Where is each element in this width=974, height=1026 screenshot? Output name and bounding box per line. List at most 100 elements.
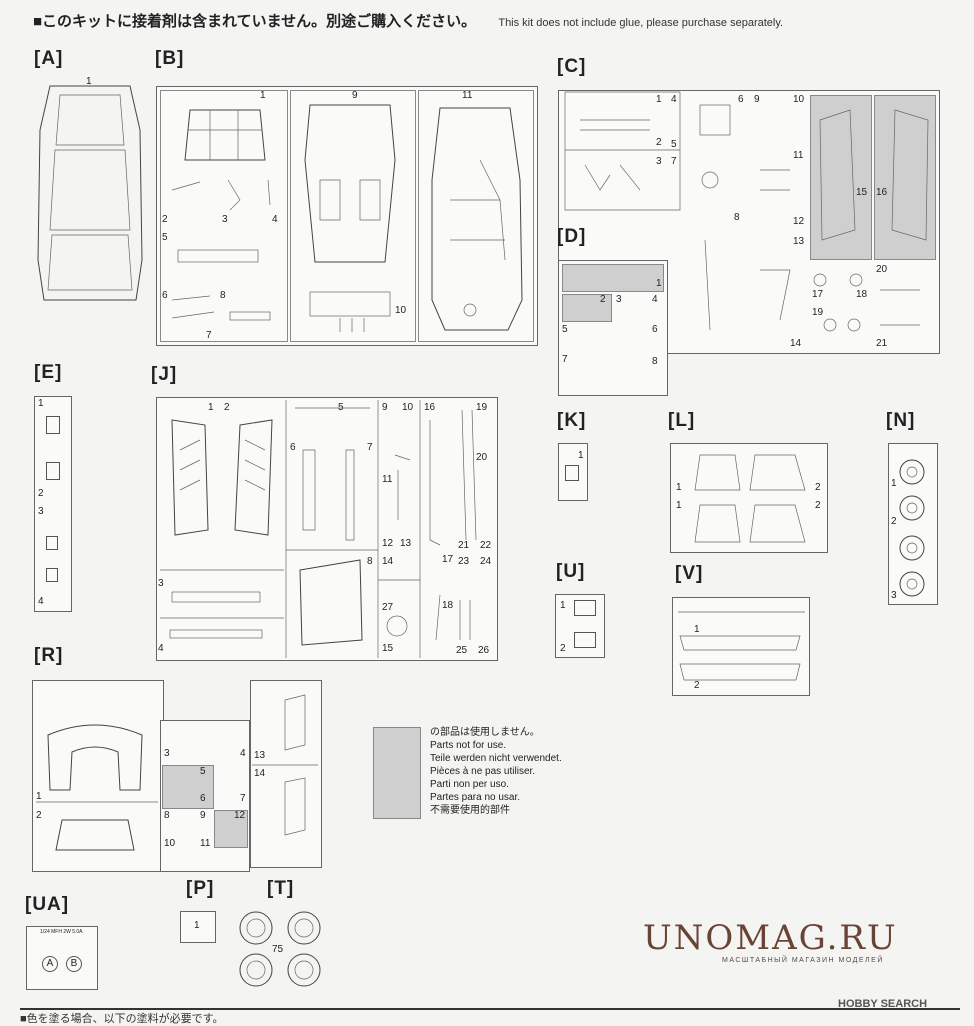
r-num: 10 bbox=[164, 838, 176, 849]
v-num: 1 bbox=[694, 624, 700, 635]
unused-parts-legend: の部品は使用しません。 Parts not for use. Teile wer… bbox=[430, 726, 562, 817]
b-num: 9 bbox=[352, 90, 358, 101]
e-num: 2 bbox=[38, 488, 44, 499]
runner-d-unused-2 bbox=[562, 294, 612, 322]
p-num: 1 bbox=[194, 920, 200, 931]
l-num: 1 bbox=[676, 482, 682, 493]
runner-a-label: [A] bbox=[34, 48, 64, 69]
c-num: 10 bbox=[793, 94, 805, 105]
v-num: 2 bbox=[694, 680, 700, 691]
c-num: 20 bbox=[876, 264, 888, 275]
runner-n-label: [N] bbox=[886, 410, 916, 431]
b-num: 11 bbox=[462, 90, 473, 101]
c-num: 4 bbox=[671, 94, 677, 105]
runner-d-label: [D] bbox=[557, 226, 587, 247]
e-num: 1 bbox=[38, 398, 44, 409]
runner-u-label: [U] bbox=[556, 561, 586, 582]
b-num: 1 bbox=[260, 90, 266, 101]
runner-r-unused-5-6 bbox=[162, 765, 214, 809]
b-num: 4 bbox=[272, 214, 278, 225]
c-num: 1 bbox=[656, 94, 662, 105]
legend-line: Parts not for use. bbox=[430, 740, 507, 751]
j-num: 15 bbox=[382, 643, 394, 654]
runner-b-label: [B] bbox=[155, 48, 185, 69]
l-num: 2 bbox=[815, 482, 821, 493]
b-num: 2 bbox=[162, 214, 168, 225]
j-num: 3 bbox=[158, 578, 164, 589]
c-num: 3 bbox=[656, 156, 662, 167]
j-num: 1 bbox=[208, 402, 214, 413]
d-num: 7 bbox=[562, 354, 568, 365]
j-num: 19 bbox=[476, 402, 488, 413]
d-num: 2 bbox=[600, 294, 606, 305]
runner-e-frame bbox=[34, 396, 72, 612]
legend-line: Teile werden nicht verwendet. bbox=[430, 753, 562, 764]
d-num: 8 bbox=[652, 356, 658, 367]
b-num: 7 bbox=[206, 330, 212, 341]
j-num: 7 bbox=[367, 442, 373, 453]
j-num: 25 bbox=[456, 645, 468, 656]
runner-k-label: [K] bbox=[557, 410, 587, 431]
n-num: 1 bbox=[891, 478, 897, 489]
c-num: 2 bbox=[656, 137, 662, 148]
c-num: 15 bbox=[856, 187, 868, 198]
r-num: 14 bbox=[254, 768, 266, 779]
b-num: 8 bbox=[220, 290, 226, 301]
j-num: 24 bbox=[480, 556, 492, 567]
runner-j-label: [J] bbox=[151, 364, 178, 385]
j-num: 18 bbox=[442, 600, 454, 611]
c-num: 6 bbox=[738, 94, 744, 105]
legend-line: Partes para no usar. bbox=[430, 792, 521, 803]
glue-notice-ja: ■このキットに接着剤は含まれていません。別途ご購入ください。 bbox=[33, 13, 477, 30]
j-num: 27 bbox=[382, 602, 394, 613]
glue-notice: ■このキットに接着剤は含まれていません。別途ご購入ください。 This kit … bbox=[33, 10, 783, 31]
j-num: 17 bbox=[442, 554, 454, 565]
j-num: 2 bbox=[224, 402, 230, 413]
ua-b: B bbox=[66, 956, 82, 972]
j-num: 12 bbox=[382, 538, 394, 549]
runner-ua-frame bbox=[26, 926, 98, 990]
b-num: 10 bbox=[395, 305, 407, 316]
j-num: 26 bbox=[478, 645, 490, 656]
c-num: 19 bbox=[812, 307, 824, 318]
runner-a-part-1: 1 bbox=[86, 76, 92, 87]
watermark-title: UNOMAG.RU bbox=[643, 918, 898, 958]
watermark-subtitle: МАСШТАБНЫЙ МАГАЗИН МОДЕЛЕЙ bbox=[722, 957, 884, 964]
runner-p-label: [P] bbox=[186, 878, 215, 899]
runner-c-unused-16 bbox=[874, 95, 936, 260]
l-num: 1 bbox=[676, 500, 682, 511]
j-num: 4 bbox=[158, 643, 164, 654]
d-num: 1 bbox=[656, 278, 662, 289]
runner-b-right-section bbox=[418, 90, 534, 342]
runner-v-frame bbox=[672, 597, 810, 696]
runner-r-unused-12 bbox=[214, 810, 248, 848]
runner-b-mid-section bbox=[290, 90, 416, 342]
e-part bbox=[46, 568, 58, 582]
r-num: 2 bbox=[36, 810, 42, 821]
runner-d-unused-1 bbox=[562, 264, 664, 292]
c-num: 13 bbox=[793, 236, 805, 247]
r-num: 13 bbox=[254, 750, 266, 761]
runner-r-main-frame bbox=[32, 680, 164, 872]
ua-a: A bbox=[42, 956, 58, 972]
r-num: 11 bbox=[200, 838, 211, 849]
runner-ua-label: [UA] bbox=[25, 894, 70, 915]
runner-r-right-frame bbox=[250, 680, 322, 868]
j-num: 20 bbox=[476, 452, 488, 463]
j-num: 10 bbox=[402, 402, 414, 413]
j-num: 22 bbox=[480, 540, 492, 551]
unused-parts-swatch bbox=[373, 727, 421, 819]
c-num: 7 bbox=[671, 156, 677, 167]
j-num: 5 bbox=[338, 402, 344, 413]
d-num: 3 bbox=[616, 294, 622, 305]
b-num: 6 bbox=[162, 290, 168, 301]
n-num: 2 bbox=[891, 516, 897, 527]
l-num: 2 bbox=[815, 500, 821, 511]
r-num: 12 bbox=[234, 810, 246, 821]
